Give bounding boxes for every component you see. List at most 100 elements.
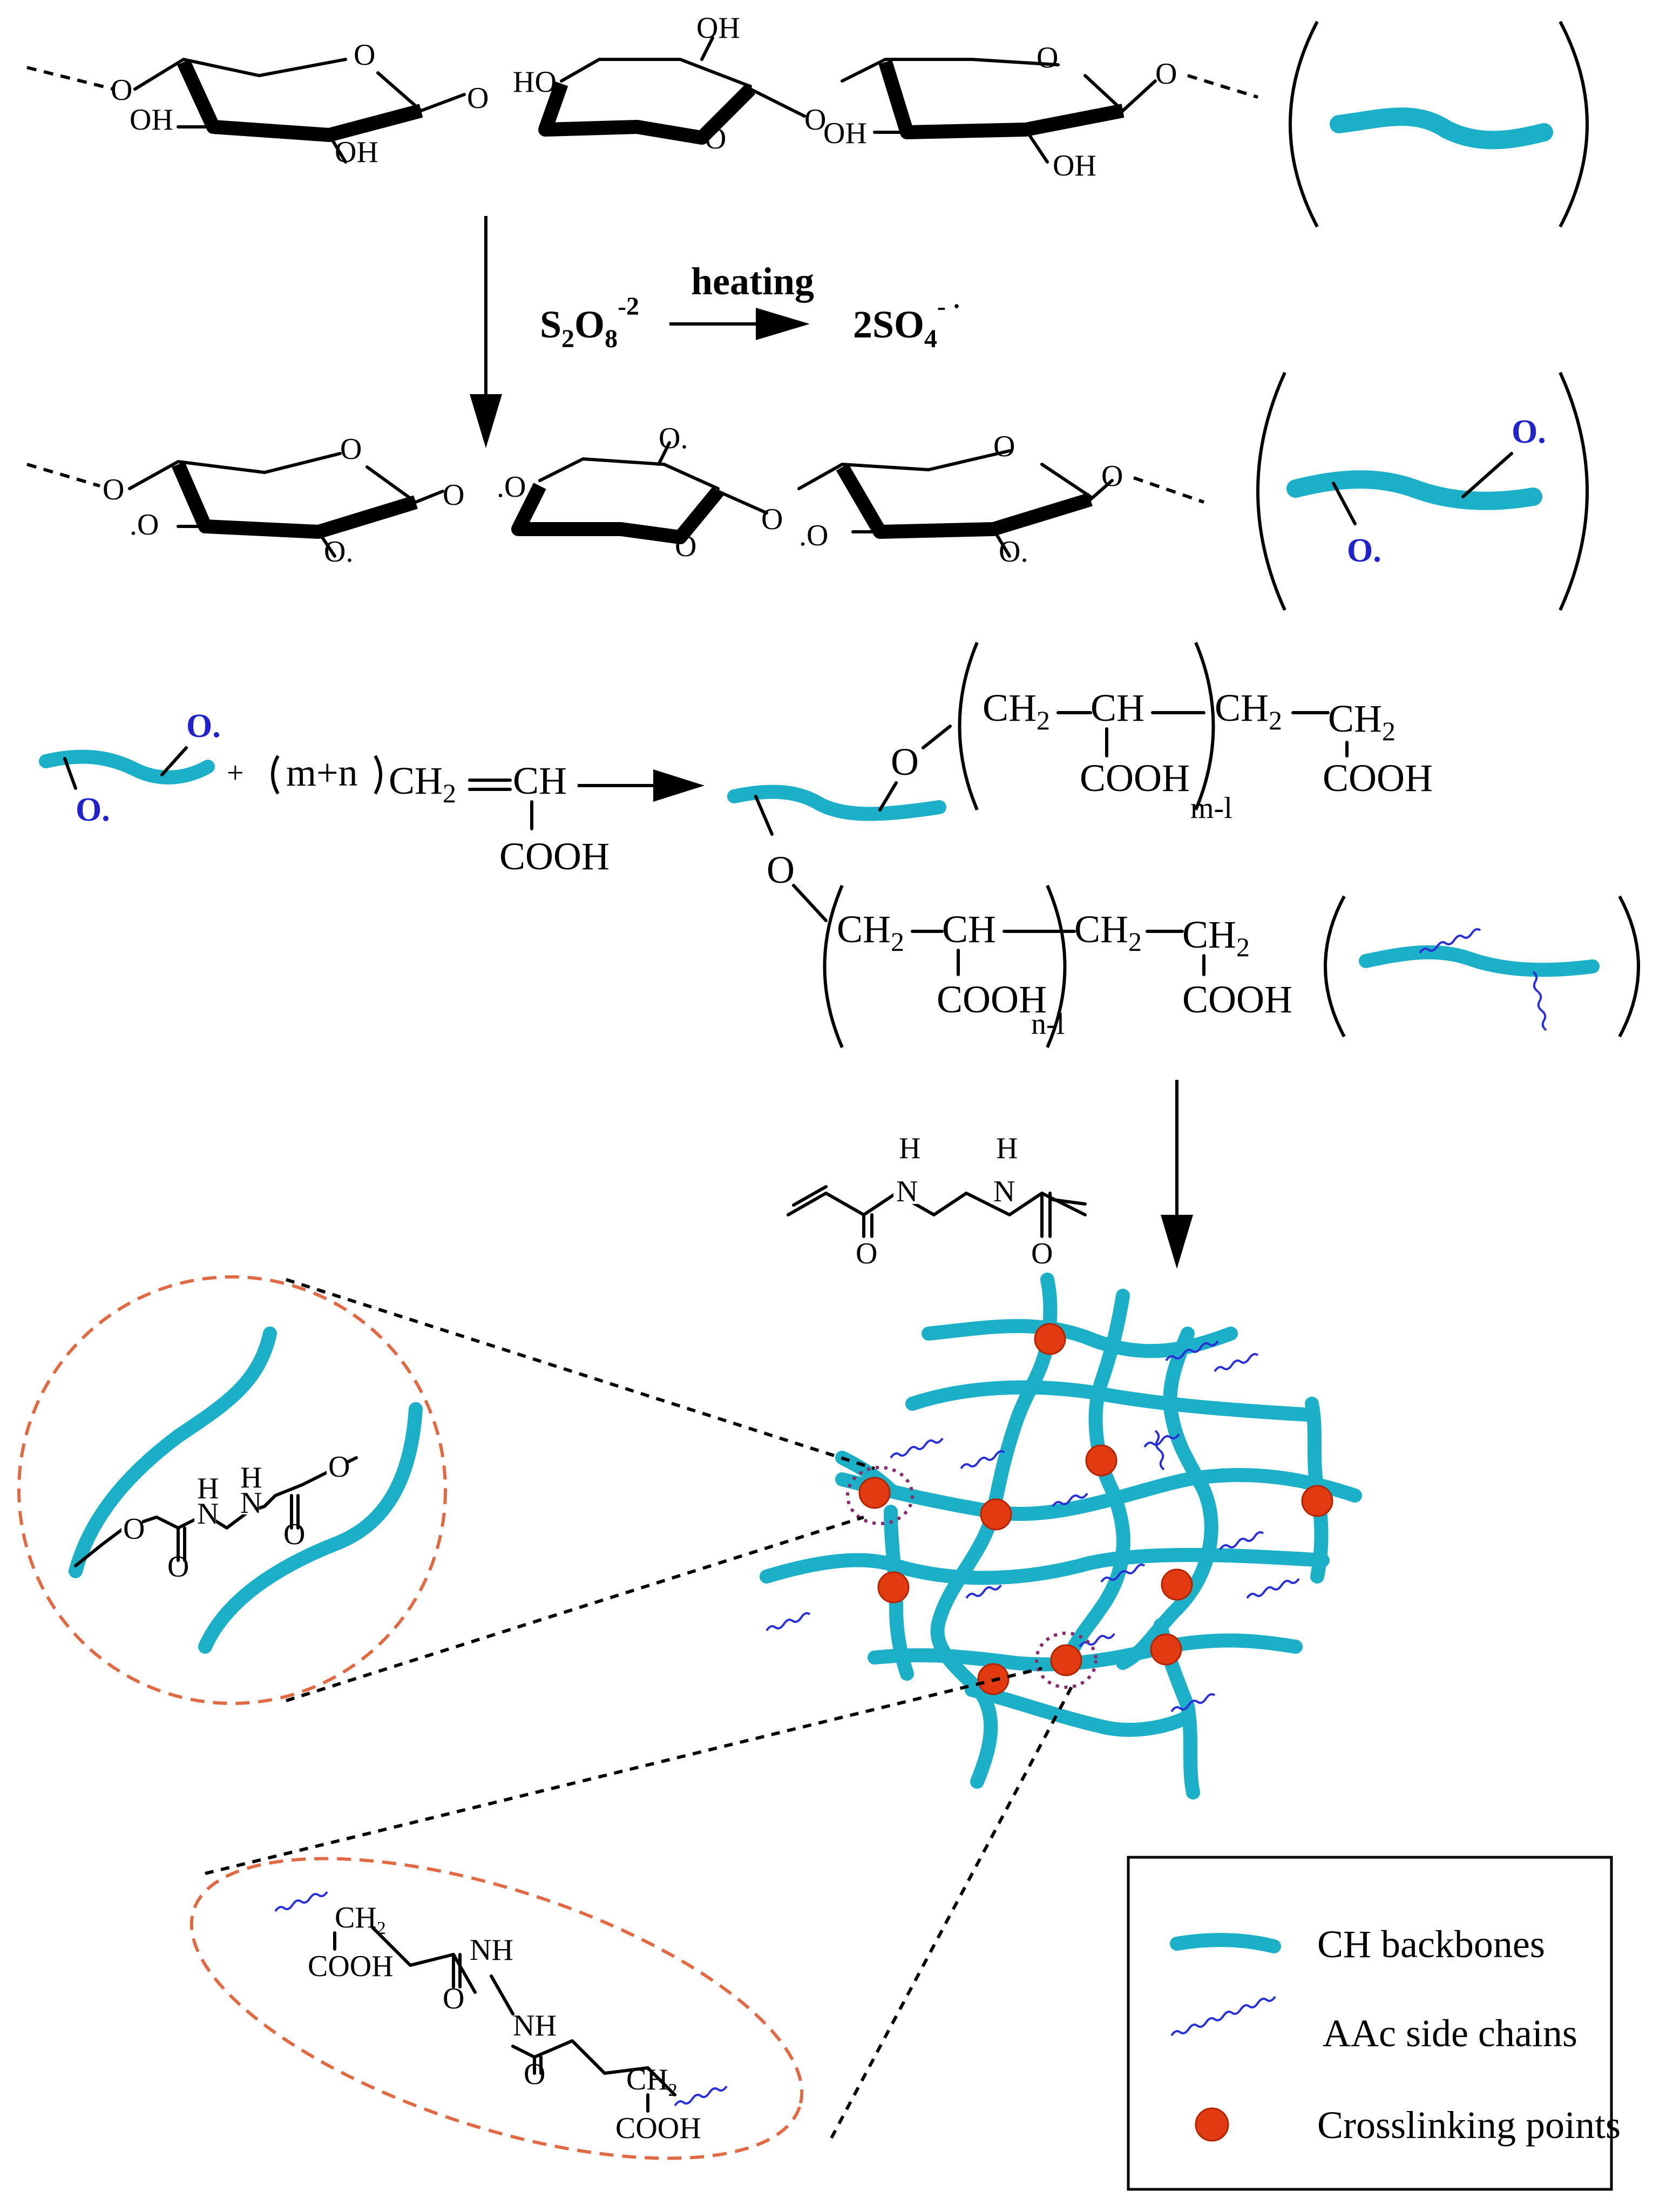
radical-o-label: O.: [186, 708, 221, 745]
atom: O: [675, 530, 696, 563]
initiator-reaction: heating S2O8-2 2SO4- ·: [540, 260, 961, 353]
atom: O.: [324, 535, 353, 569]
repeat-index: n-l: [1031, 1007, 1065, 1041]
amide-n: N: [197, 1497, 219, 1531]
grafted-backbone-icon: [1324, 895, 1640, 1038]
crosslink-highlight: [1035, 1632, 1098, 1689]
atom: HO: [513, 65, 557, 99]
acrylic-acid-monomer: m+n CH2 CH COOH: [271, 751, 609, 878]
reaction-arrow-3: [1161, 1080, 1193, 1269]
carbonyl-o: O: [856, 1237, 877, 1270]
top-end-ch2b: CH2: [1328, 697, 1396, 746]
atom: O: [1101, 459, 1123, 493]
cooh-label: COOH: [308, 1950, 394, 1983]
carbonyl-o: O: [443, 1982, 464, 2015]
atom: OH: [696, 11, 740, 45]
amide-h: H: [240, 1461, 262, 1494]
legend-backbone-label: CH backbones: [1317, 1923, 1545, 1966]
crosslinker-mba: O O H N H N: [787, 1132, 1087, 1270]
legend-side-chain-swatch: [1170, 1995, 1276, 2037]
radical-o-label: O.: [76, 792, 110, 828]
crosslink-node: [980, 1498, 1012, 1531]
atom: O: [705, 122, 726, 155]
ch2-label: CH2: [626, 2063, 678, 2100]
nh-label: NH: [513, 2009, 557, 2042]
backbone-icon: [1289, 21, 1589, 228]
nh-label: NH: [470, 1933, 513, 1967]
atom: O: [1155, 57, 1177, 91]
bot-end-ch2: CH2: [1074, 908, 1142, 957]
graft-copolymer: O O CH2 CH COOH m-l CH2 CH2 COOH CH2 CH …: [727, 641, 1433, 1048]
crosslink-node: [858, 1477, 891, 1509]
carbonyl-o: O: [1031, 1237, 1053, 1270]
crosslink-highlight: [846, 1466, 914, 1525]
ether-o: O: [123, 1512, 145, 1546]
bot-end-cooh: COOH: [1182, 978, 1292, 1021]
atom: OH: [823, 117, 867, 150]
amide-h: H: [996, 1132, 1018, 1165]
atom: OH: [335, 136, 378, 169]
crosslink-node: [1301, 1485, 1333, 1517]
atom: O: [354, 38, 375, 72]
polysaccharide-chain: O O OH OH O HO OH O O O OH OH O: [26, 11, 1258, 182]
atom: OH: [130, 103, 173, 137]
top-end-cooh: COOH: [1323, 756, 1433, 800]
radical-chain: O O .O O. O .O O. O O O .O O. O: [26, 422, 1204, 569]
atom: O: [804, 103, 826, 137]
legend-side-chain-label: AAc side chains: [1323, 2012, 1577, 2055]
amide-h: H: [197, 1472, 219, 1505]
legend-backbone-swatch: [1170, 1933, 1281, 1953]
bot-end-ch2b: CH2: [1182, 913, 1250, 962]
legend-crosslink-label: Crosslinking points: [1317, 2103, 1621, 2147]
atom: O: [467, 82, 489, 115]
repeat-index: m-l: [1190, 792, 1232, 825]
radical-o-label: O.: [1512, 414, 1546, 450]
atom: O.: [659, 422, 688, 455]
top-cooh: COOH: [1080, 756, 1190, 800]
amide-n: N: [240, 1486, 262, 1520]
persulfate: S2O8-2: [540, 292, 639, 353]
atom: O: [443, 478, 464, 512]
radical-o-label: O.: [1347, 532, 1381, 569]
atom: O: [103, 473, 124, 506]
atom: OH: [1053, 149, 1096, 182]
coefficient: m+n: [286, 751, 358, 794]
atom: .O: [799, 519, 828, 552]
macroradical-icon: O. O.: [39, 708, 221, 828]
crosslink-node: [1161, 1568, 1193, 1601]
zoom-lines: [205, 1278, 1076, 2139]
atom: O: [993, 430, 1015, 463]
crosslink-node: [1085, 1444, 1117, 1477]
top-ch2: CH2: [983, 686, 1050, 735]
crosslink-node: [1034, 1323, 1066, 1355]
atom: O: [761, 503, 783, 536]
amide-h: H: [899, 1132, 920, 1165]
ester-o: O: [767, 848, 795, 891]
crosslink-detail-circle: O O H N N H O O: [17, 1275, 447, 1705]
monomer-ch: CH: [513, 759, 567, 802]
carbonyl-o: O: [283, 1518, 305, 1551]
amide-n: N: [896, 1175, 918, 1208]
cooh-label: COOH: [615, 2112, 701, 2145]
carbonyl-o: O: [167, 1550, 189, 1584]
sulfate-radical: 2SO4- ·: [853, 292, 961, 353]
crosslink-node: [1050, 1644, 1082, 1676]
hydrogel-network: [760, 1273, 1362, 1800]
bot-cooh: COOH: [937, 978, 1047, 1021]
monomer-cooh: COOH: [499, 835, 609, 878]
crosslink-node: [877, 1571, 910, 1604]
ch2-label: CH2: [335, 1901, 386, 1938]
crosslink-node: [1150, 1633, 1182, 1666]
atom: .O: [130, 508, 159, 542]
heating-label: heating: [691, 260, 814, 303]
top-ch: CH: [1091, 686, 1144, 729]
atom: O: [111, 73, 132, 107]
ester-o: O: [891, 740, 919, 783]
crosslink-detail-ellipse: CH2 COOH O NH NH O CH2 COOH: [189, 1857, 804, 2160]
legend: CH backbones AAc side chains Crosslinkin…: [1127, 1856, 1621, 2191]
plus-sign: +: [227, 756, 244, 790]
radical-backbone-icon: O. O.: [1256, 371, 1589, 611]
atom: .O: [497, 470, 526, 504]
monomer-ch2: CH2: [389, 759, 456, 808]
